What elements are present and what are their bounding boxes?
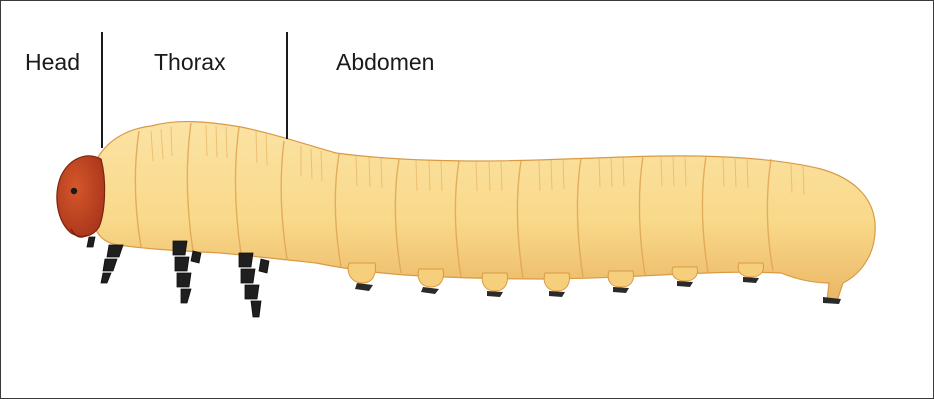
eye-spot bbox=[71, 188, 77, 194]
proleg bbox=[544, 273, 569, 297]
thorax-abdomen-divider bbox=[286, 32, 288, 139]
proleg bbox=[738, 263, 763, 283]
head-label: Head bbox=[25, 49, 80, 76]
thorax-label: Thorax bbox=[154, 49, 226, 76]
head-capsule bbox=[57, 156, 105, 236]
proleg bbox=[672, 267, 697, 287]
head-thorax-divider bbox=[101, 32, 103, 148]
proleg bbox=[418, 269, 443, 294]
thoracic-leg bbox=[239, 253, 269, 317]
proleg bbox=[608, 271, 633, 293]
proleg bbox=[348, 263, 375, 291]
proleg bbox=[482, 273, 507, 297]
abdomen-label: Abdomen bbox=[336, 49, 434, 76]
